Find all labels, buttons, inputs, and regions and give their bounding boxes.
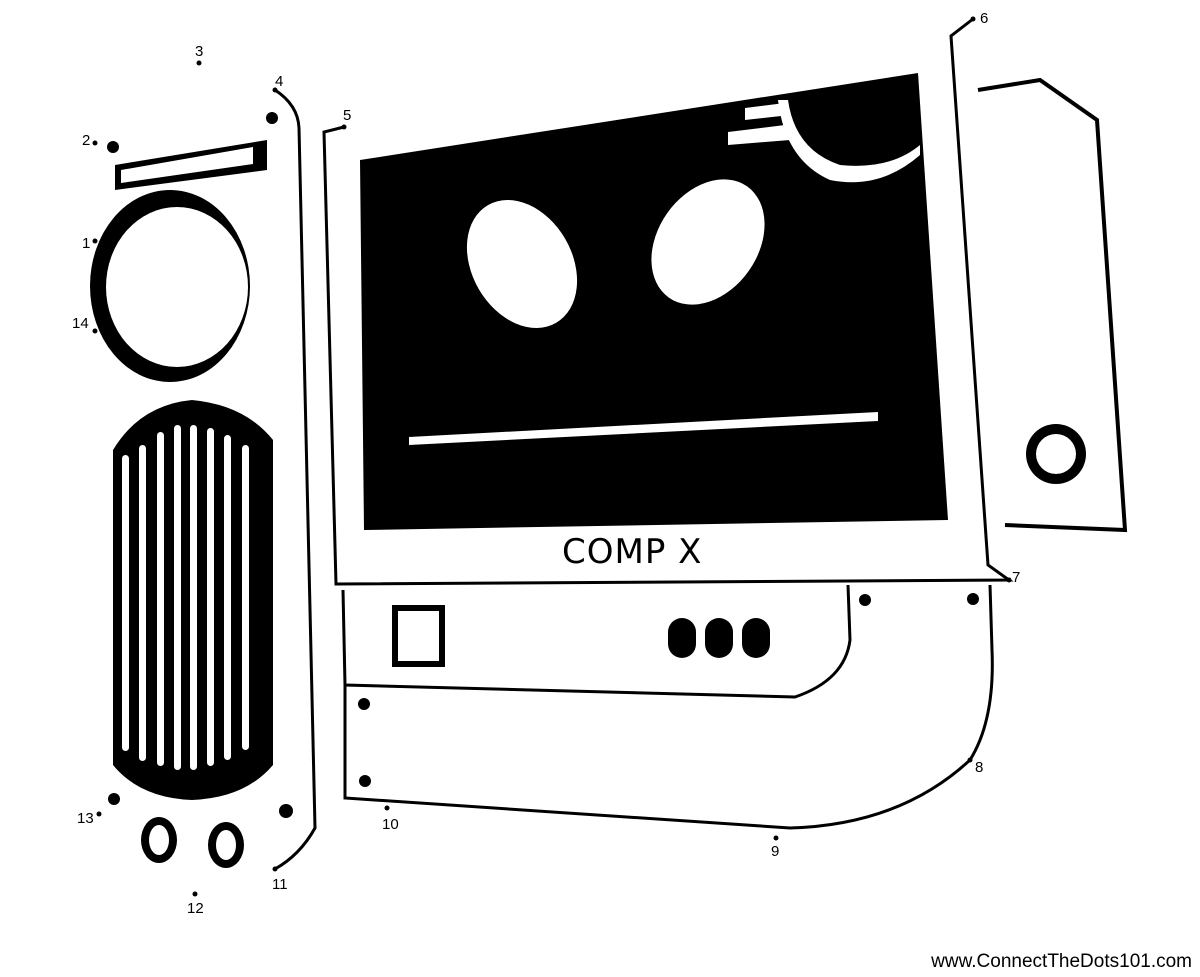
dot-6 xyxy=(970,16,976,22)
monitor: COMP X xyxy=(322,17,1014,586)
dot-label: 13 xyxy=(77,810,94,827)
dot-13 xyxy=(96,811,102,817)
computer-tower xyxy=(90,88,317,871)
dot-label: 2 xyxy=(82,132,90,149)
dot-14 xyxy=(92,328,98,334)
monitor-base xyxy=(341,584,994,830)
dot-11 xyxy=(272,866,278,872)
dot-1 xyxy=(92,238,98,244)
dot-label: 5 xyxy=(343,107,351,124)
dot-label: 8 xyxy=(975,759,983,776)
dot-4 xyxy=(272,87,278,93)
dot-label: 9 xyxy=(771,843,779,860)
brand-label: COMP X xyxy=(562,532,702,572)
dot-label: 6 xyxy=(980,10,988,27)
dot-10 xyxy=(384,805,390,811)
dot-label: 7 xyxy=(1012,569,1020,586)
dot-label: 12 xyxy=(187,900,204,917)
dot-3 xyxy=(196,60,202,66)
dot-8 xyxy=(967,757,973,763)
dot-12 xyxy=(192,891,198,897)
dot-label: 1 xyxy=(82,235,90,252)
dot-7 xyxy=(1006,577,1012,583)
dot-label: 14 xyxy=(72,315,89,332)
dot-label: 3 xyxy=(195,43,203,60)
side-panel xyxy=(977,77,1128,533)
dot-2 xyxy=(92,140,98,146)
numbered-dots: 1 2 3 4 5 6 7 8 9 10 11 12 13 14 xyxy=(72,10,1020,917)
dot-label: 10 xyxy=(382,816,399,833)
dot-label: 4 xyxy=(275,73,283,90)
dot-label: 11 xyxy=(272,876,288,893)
footer-url: www.ConnectTheDots101.com xyxy=(931,951,1192,972)
dot-9 xyxy=(773,835,779,841)
dot-5 xyxy=(341,124,347,130)
